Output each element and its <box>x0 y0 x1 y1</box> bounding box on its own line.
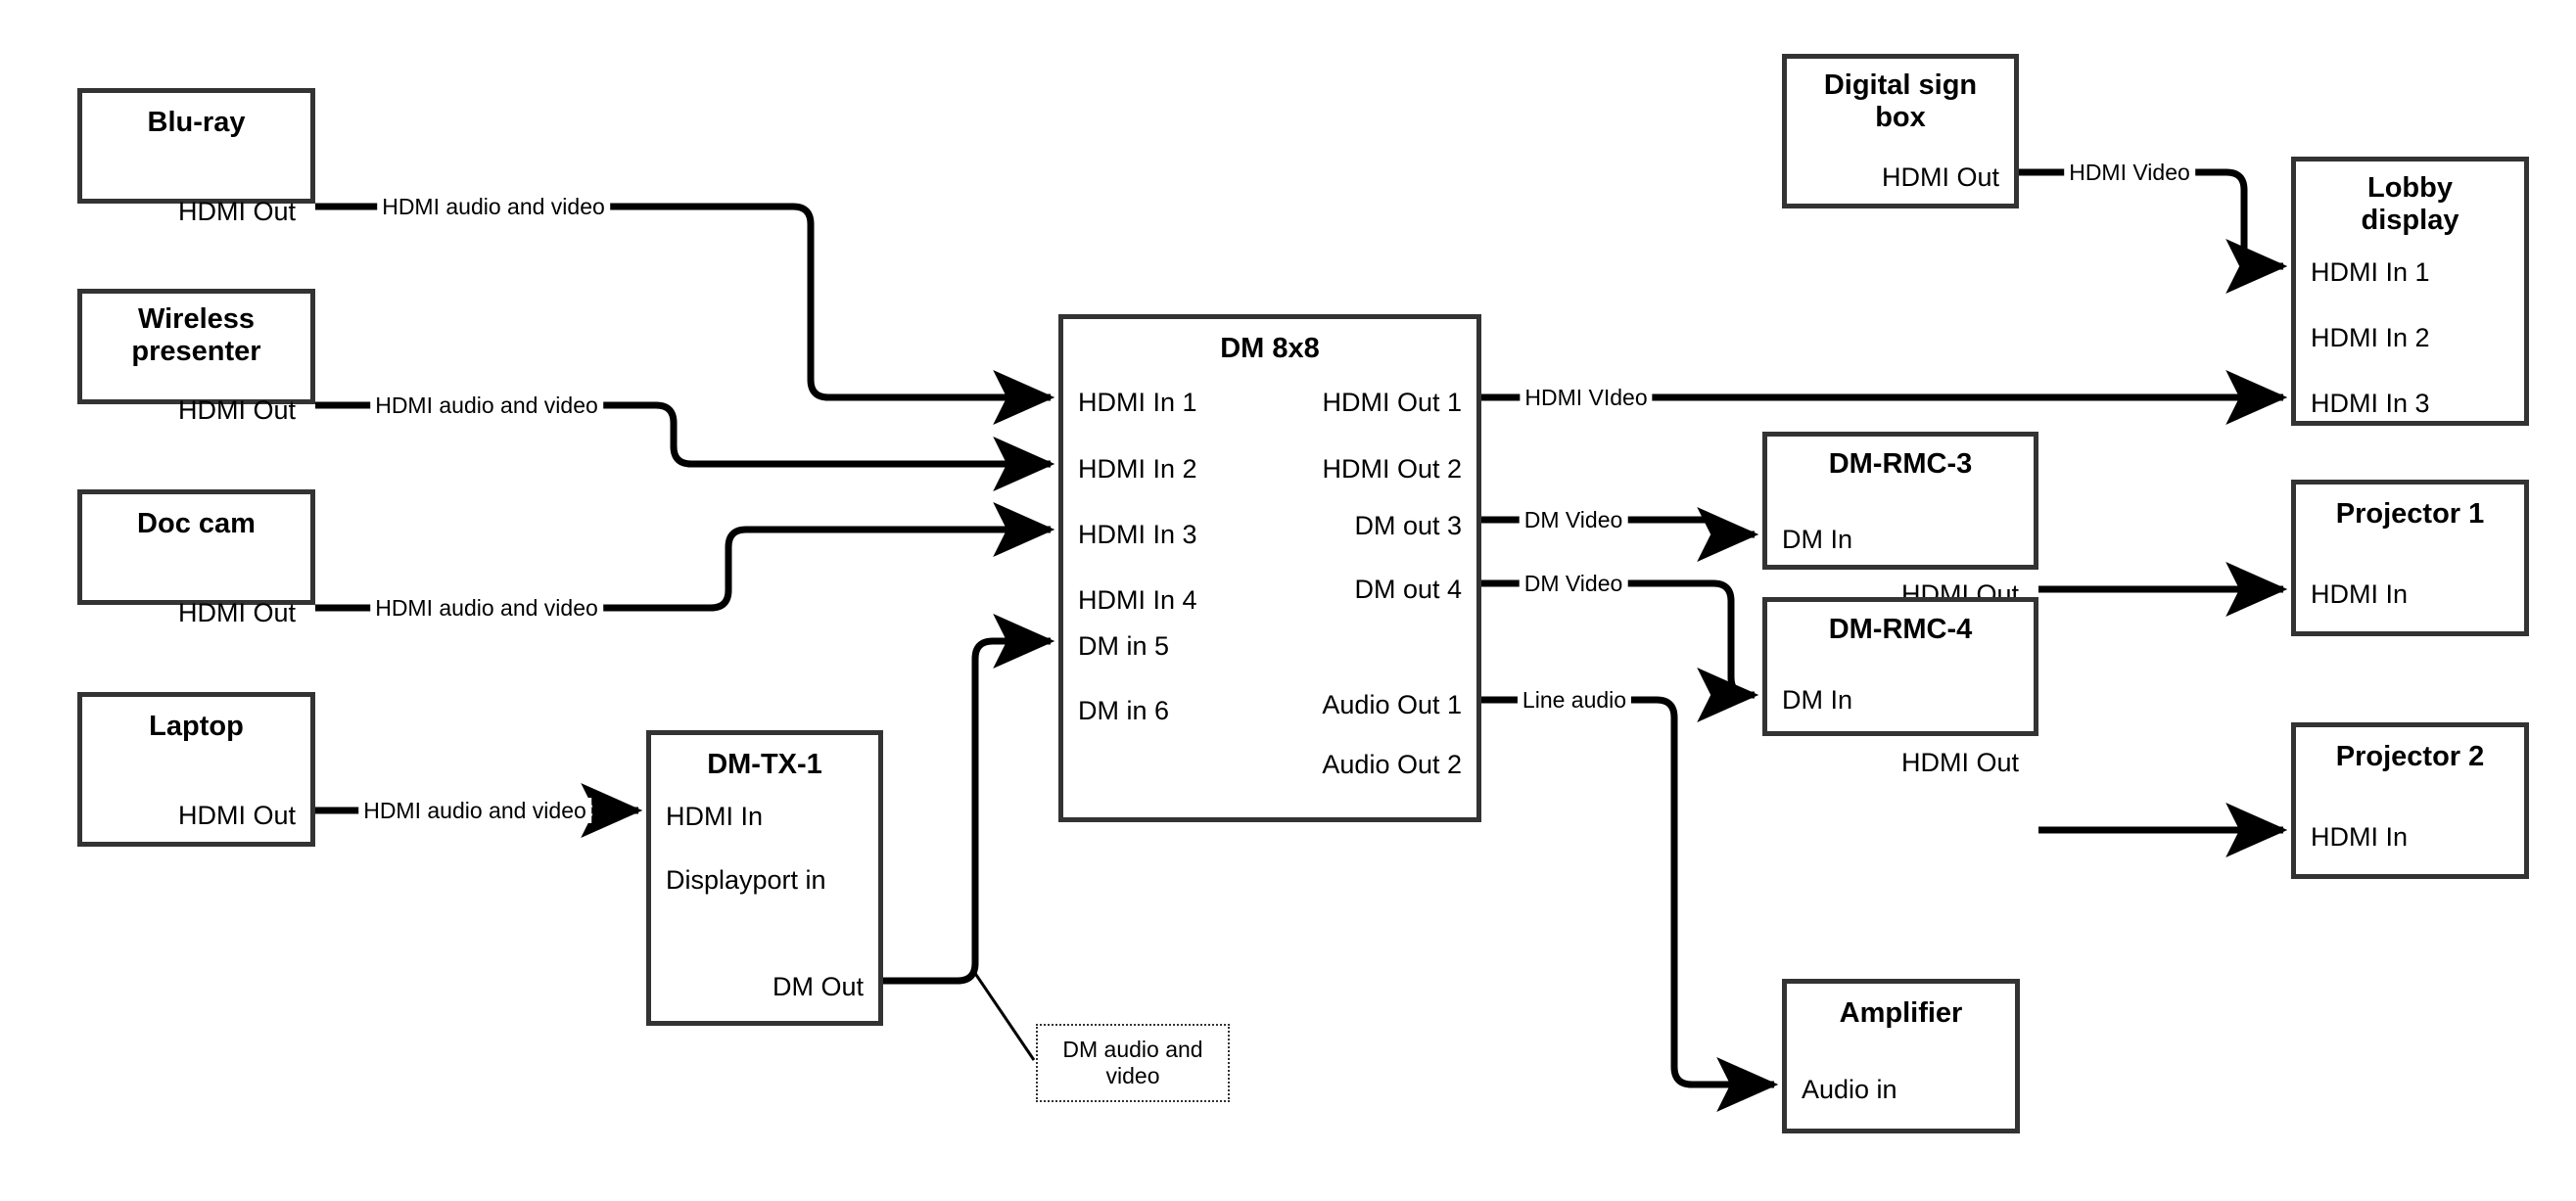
lobby-display-input-hdmi-in-1[interactable]: HDMI In 1 <box>2311 257 2430 287</box>
digital-sign-box-title-line2: box <box>1875 102 1926 133</box>
projector-1-port-hdmi-in[interactable]: HDMI In <box>2311 579 2409 609</box>
dm-8x8-output-hdmi-out-1[interactable]: HDMI Out 1 <box>1322 388 1462 417</box>
lobby-display-input-hdmi-in-2[interactable]: HDMI In 2 <box>2311 323 2430 352</box>
annotation-note-dm-audio-video: DM audio and video <box>1036 1024 1230 1102</box>
dm-8x8-input-dm-in-6[interactable]: DM in 6 <box>1078 696 1170 725</box>
dm-rmc-4-title: DM-RMC-4 <box>1828 614 1973 645</box>
cable-label-doccam-to-dm8x8: HDMI audio and video <box>370 595 603 621</box>
device-box-dm-rmc-4[interactable]: DM-RMC-4 DM In HDMI Out <box>1762 597 2038 777</box>
laptop-title: Laptop <box>149 711 244 742</box>
leader-line-dm-audio-video-note <box>970 968 1036 1061</box>
wireless-presenter-title-line2: presenter <box>131 336 261 367</box>
projector-2-port-hdmi-in[interactable]: HDMI In <box>2311 822 2409 852</box>
cable-label-dmout3-to-dmrmc3: DM Video <box>1519 507 1628 532</box>
dm-rmc-4-port-hdmi-out[interactable]: HDMI Out <box>1900 748 2019 777</box>
cable-label-audioout1-to-amplifier: Line audio <box>1517 687 1632 713</box>
lobby-display-title-line1: Lobby <box>2367 172 2453 204</box>
dm-tx-1-port-dm-out[interactable]: DM Out <box>772 972 864 1001</box>
dm-8x8-input-hdmi-in-4[interactable]: HDMI In 4 <box>1078 585 1197 615</box>
dm-tx-1-port-hdmi-in[interactable]: HDMI In <box>666 802 764 831</box>
amplifier-port-audio-in[interactable]: Audio in <box>1802 1075 1897 1104</box>
cable-label-hdmiout1-to-lobby: HDMI VIdeo <box>1520 385 1653 410</box>
dm-rmc-4-port-dm-in[interactable]: DM In <box>1782 685 1853 715</box>
device-box-digital-sign-box[interactable]: Digital sign box HDMI Out <box>1782 54 2019 208</box>
device-box-wireless-presenter[interactable]: Wireless presenter HDMI Out <box>77 289 315 425</box>
device-box-doc-cam[interactable]: Doc cam HDMI Out <box>77 489 315 627</box>
laptop-port-hdmi-out[interactable]: HDMI Out <box>177 801 296 830</box>
bluray-title: Blu-ray <box>147 107 246 138</box>
dm-tx-1-title: DM-TX-1 <box>707 749 822 780</box>
cable-label-dmout4-to-dmrmc4: DM Video <box>1519 571 1628 596</box>
wireless-presenter-title-line1: Wireless <box>137 303 256 335</box>
wire-dmtx1-to-dm8x8-dm-in-5 <box>883 614 1055 985</box>
wire-dm8x8-audioout1-to-amplifier <box>1481 696 1779 1112</box>
dm-tx-1-port-displayport-in[interactable]: Displayport in <box>666 865 826 895</box>
device-box-dm-rmc-3[interactable]: DM-RMC-3 DM In HDMI Out <box>1762 432 2038 609</box>
device-box-projector-1[interactable]: Projector 1 HDMI In <box>2291 480 2529 636</box>
dm-8x8-input-hdmi-in-3[interactable]: HDMI In 3 <box>1078 520 1197 549</box>
dm-8x8-input-dm-in-5[interactable]: DM in 5 <box>1078 631 1170 661</box>
wireless-presenter-port-hdmi-out[interactable]: HDMI Out <box>177 395 296 425</box>
device-box-laptop[interactable]: Laptop HDMI Out <box>77 692 315 847</box>
digital-sign-box-port-hdmi-out[interactable]: HDMI Out <box>1881 162 1999 192</box>
amplifier-title: Amplifier <box>1839 997 1963 1029</box>
wire-bluray-to-dm8x8-hdmi-in-1 <box>315 203 1055 425</box>
projector-2-title: Projector 2 <box>2335 741 2485 772</box>
device-box-dm-8x8[interactable]: DM 8x8 HDMI In 1 HDMI In 2 HDMI In 3 HDM… <box>1058 314 1481 822</box>
dm-8x8-output-audio-out-2[interactable]: Audio Out 2 <box>1322 750 1462 779</box>
cable-label-bluray-to-dm8x8: HDMI audio and video <box>377 194 610 219</box>
cable-label-signbox-to-lobby: HDMI Video <box>2064 160 2195 185</box>
dm-8x8-title: DM 8x8 <box>1220 333 1320 364</box>
dm-8x8-output-dm-out-4[interactable]: DM out 4 <box>1354 575 1462 604</box>
device-box-lobby-display[interactable]: Lobby display HDMI In 1 HDMI In 2 HDMI I… <box>2291 157 2529 426</box>
cable-label-laptop-to-dmtx1: HDMI audio and video <box>358 798 591 823</box>
lobby-display-input-hdmi-in-3[interactable]: HDMI In 3 <box>2311 389 2430 418</box>
dm-8x8-input-hdmi-in-1[interactable]: HDMI In 1 <box>1078 388 1197 417</box>
lobby-display-title-line2: display <box>2361 205 2459 236</box>
dm-rmc-3-title: DM-RMC-3 <box>1828 448 1973 480</box>
dm-8x8-output-audio-out-1[interactable]: Audio Out 1 <box>1322 690 1462 719</box>
doc-cam-port-hdmi-out[interactable]: HDMI Out <box>177 598 296 627</box>
dm-8x8-output-hdmi-out-2[interactable]: HDMI Out 2 <box>1322 454 1462 484</box>
dm-rmc-3-port-dm-in[interactable]: DM In <box>1782 525 1853 554</box>
device-box-bluray[interactable]: Blu-ray HDMI Out <box>77 88 315 226</box>
dm-8x8-output-dm-out-3[interactable]: DM out 3 <box>1354 511 1462 540</box>
wire-signbox-to-lobby-hdmi-in-1 <box>2019 168 2288 294</box>
device-box-dm-tx-1[interactable]: DM-TX-1 HDMI In Displayport in DM Out <box>646 730 883 1026</box>
cable-label-wireless-to-dm8x8: HDMI audio and video <box>370 393 603 418</box>
projector-1-title: Projector 1 <box>2335 498 2485 530</box>
wire-dm8x8-dmout4-to-dmrmc4-dm-in <box>1481 579 1759 722</box>
device-box-projector-2[interactable]: Projector 2 HDMI In <box>2291 722 2529 879</box>
device-box-amplifier[interactable]: Amplifier Audio in <box>1782 979 2020 1133</box>
bluray-port-hdmi-out[interactable]: HDMI Out <box>177 197 296 226</box>
digital-sign-box-title-line1: Digital sign <box>1823 69 1978 101</box>
doc-cam-title: Doc cam <box>137 508 256 539</box>
dm-8x8-input-hdmi-in-2[interactable]: HDMI In 2 <box>1078 454 1197 484</box>
